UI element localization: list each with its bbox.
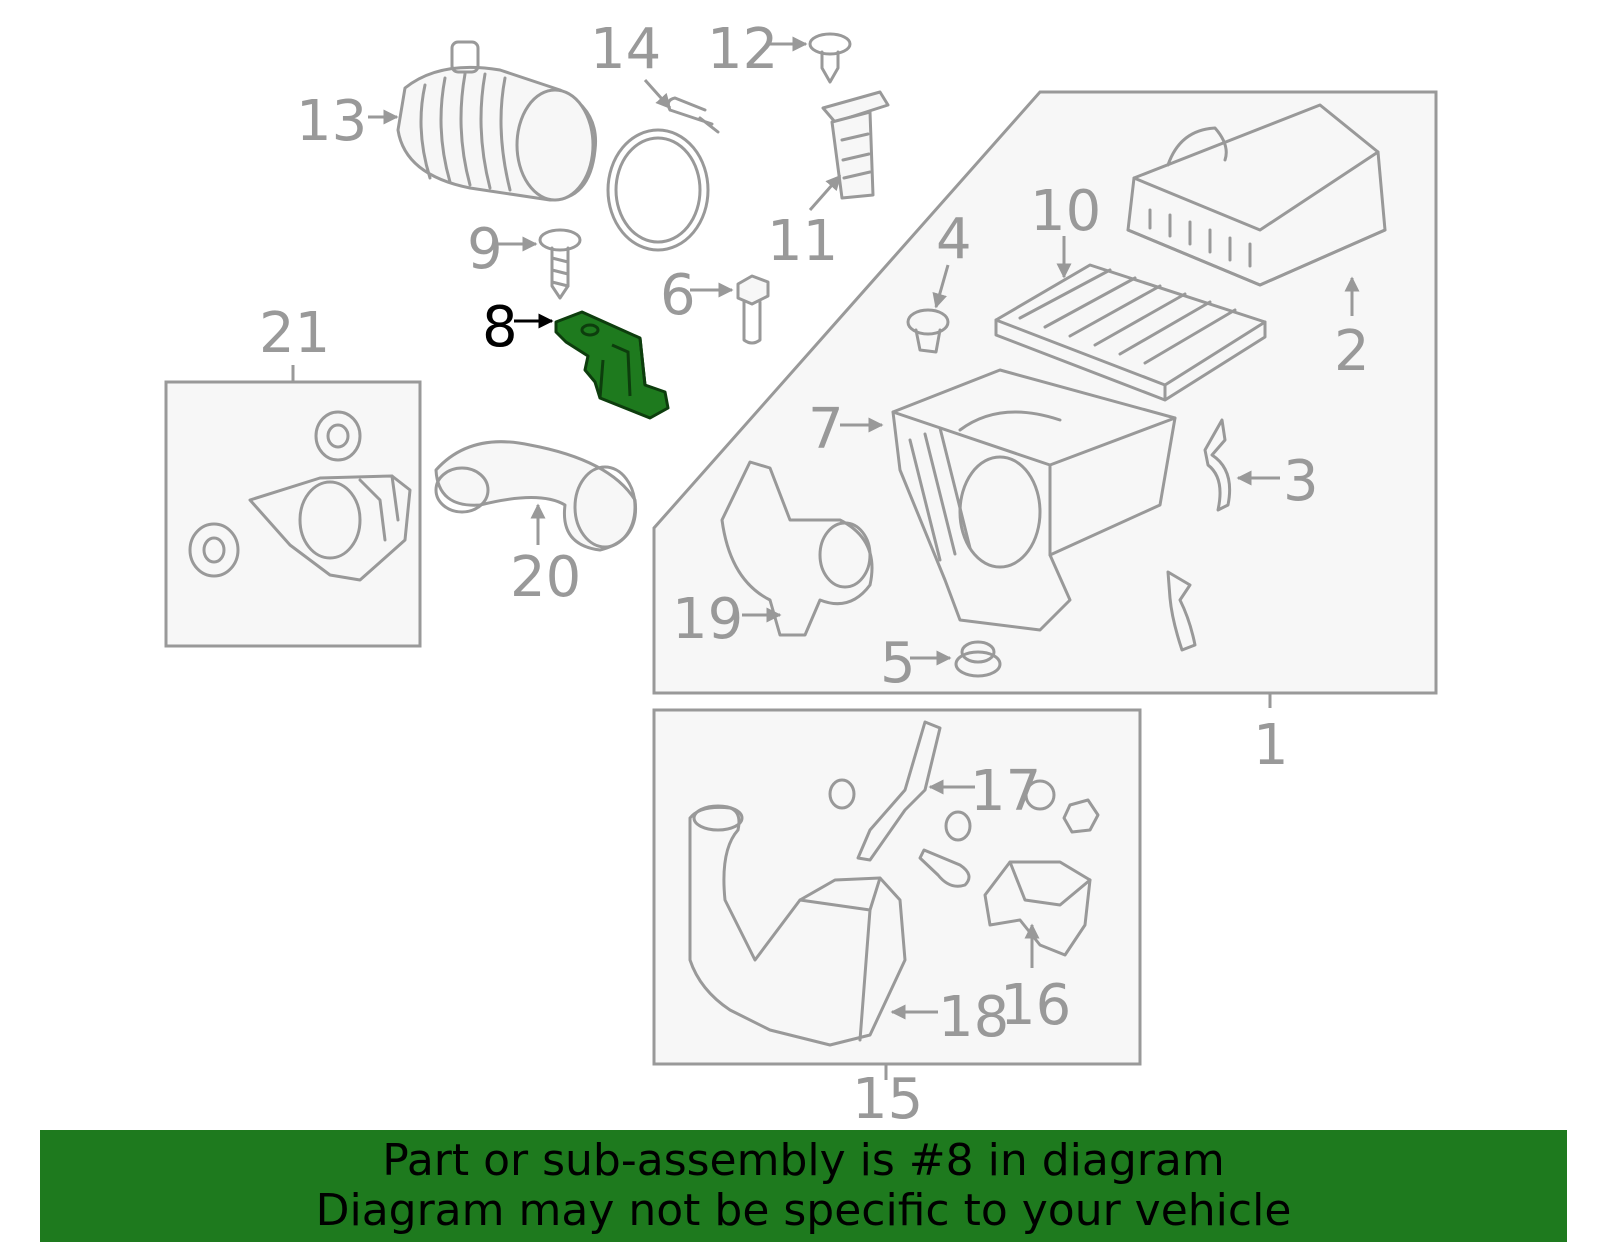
- callout-11: 11: [767, 209, 838, 274]
- banner-line-disclaimer: Diagram may not be specific to your vehi…: [315, 1185, 1292, 1236]
- callout-9: 9: [467, 217, 503, 282]
- part-5-grommet[interactable]: [954, 640, 1002, 678]
- part-17-bracket[interactable]: [828, 720, 972, 888]
- callout-16: 16: [1000, 973, 1071, 1038]
- info-banner: Part or sub-assembly is #8 in diagram Di…: [40, 1130, 1567, 1242]
- callout-14: 14: [590, 17, 661, 82]
- leader-14: [643, 79, 672, 110]
- part-19-duct[interactable]: [720, 460, 874, 637]
- callout-18: 18: [938, 985, 1009, 1050]
- banner-line-part: Part or sub-assembly is #8 in diagram: [382, 1135, 1225, 1186]
- part-21-inlet-assembly[interactable]: [188, 410, 412, 582]
- callout-10: 10: [1030, 179, 1101, 244]
- callout-21: 21: [259, 301, 330, 366]
- part-16-bracket[interactable]: [983, 779, 1100, 957]
- callout-7: 7: [808, 397, 844, 462]
- leader-11: [808, 174, 842, 211]
- callout-3: 3: [1283, 449, 1319, 514]
- callout-6: 6: [660, 263, 696, 328]
- part-3-clip-lower: [1166, 570, 1197, 652]
- part-3-clip[interactable]: [1203, 418, 1232, 512]
- part-8-bracket[interactable]: [554, 310, 670, 420]
- callout-19: 19: [672, 587, 743, 652]
- part-9-screw[interactable]: [538, 228, 582, 300]
- callout-8: 8: [482, 295, 518, 360]
- callout-12: 12: [707, 17, 778, 82]
- part-12-screw[interactable]: [808, 32, 852, 84]
- leader-4: [932, 264, 950, 309]
- part-10-filter[interactable]: [994, 263, 1267, 402]
- callout-1: 1: [1253, 713, 1289, 778]
- callout-5: 5: [880, 631, 916, 696]
- part-7-lower-housing[interactable]: [891, 368, 1177, 632]
- part-20-duct[interactable]: [434, 440, 638, 552]
- part-2-upper-housing[interactable]: [1126, 103, 1387, 287]
- part-18-resonator[interactable]: [688, 804, 907, 1047]
- callout-13: 13: [296, 89, 367, 154]
- callout-20: 20: [510, 545, 581, 610]
- callout-15: 15: [852, 1067, 923, 1132]
- callout-17: 17: [970, 759, 1041, 824]
- part-6-bolt[interactable]: [736, 274, 770, 345]
- part-14-clamp[interactable]: [606, 96, 720, 252]
- part-4-grommet[interactable]: [906, 308, 950, 354]
- part-13-intake-hose[interactable]: [396, 40, 598, 202]
- callout-2: 2: [1334, 319, 1370, 384]
- callout-4: 4: [936, 207, 972, 272]
- part-11-sensor[interactable]: [821, 90, 890, 200]
